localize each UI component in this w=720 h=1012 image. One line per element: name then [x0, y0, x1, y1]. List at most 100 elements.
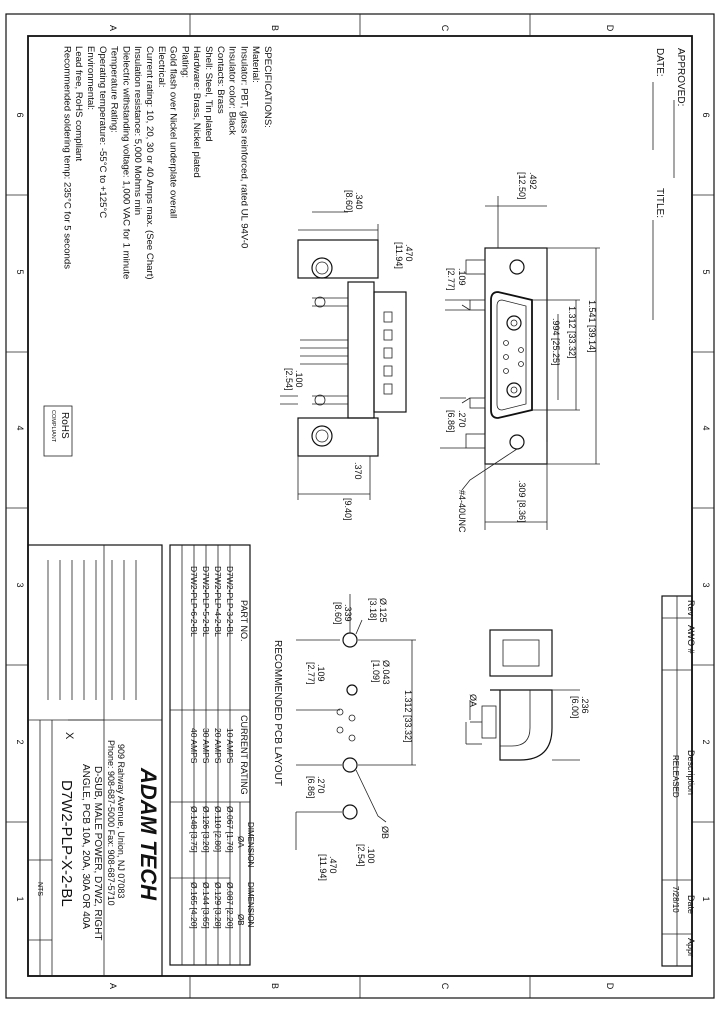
- zone-number: 3: [701, 582, 711, 587]
- zone-letters-bottom: A B C D: [108, 983, 615, 990]
- rev-header: Rev: [686, 600, 696, 617]
- dim-label: .270: [457, 410, 467, 428]
- zone-number: 1: [15, 896, 25, 901]
- table-cell-part: D7W2-PLP-3-2-BL: [225, 566, 235, 637]
- table-cell-b: Ø.129 [3.28]: [213, 882, 223, 929]
- rev-header: Appr: [686, 938, 696, 957]
- bracket: [297, 417, 379, 457]
- dim-label: .100: [294, 370, 304, 388]
- dim-label: [2.54]: [284, 368, 294, 391]
- connector-front-view: [461, 247, 548, 465]
- spec-line: Hardware: Brass, Nickel plated: [191, 46, 202, 178]
- pcb-layout: RECOMMENDED PCB LAYOUT 1.312 [33.32] Ø.1…: [272, 594, 416, 881]
- table-header-dimension: DIMENSION: [246, 882, 255, 928]
- table-cell-part: D7W2-PLP-6-2-BL: [189, 566, 199, 637]
- side-dimensions: .470 [11.94] .340 [8.60] .100 [2.54] .37…: [280, 190, 414, 521]
- spec-line: Temperature Rating:: [109, 46, 120, 133]
- spec-line: SPECIFICATIONS:: [262, 46, 273, 128]
- zone-letter: C: [440, 25, 450, 32]
- spec-line: Shell: Steel, Tin plated: [203, 46, 214, 141]
- zone-letter: B: [270, 983, 280, 989]
- spec-line: Lead free, RoHS compliant: [73, 46, 84, 162]
- zone-number: 1: [701, 896, 711, 901]
- pcb-dim: Ø.125: [378, 598, 388, 623]
- rev-header: Description: [686, 750, 696, 795]
- front-dimensions: 1.541 [39.14] 1.312 [33.32] .994 [25.25]…: [440, 172, 600, 533]
- side-shell: [373, 291, 407, 413]
- zone-number: 3: [15, 582, 25, 587]
- rev-date: 7/28/10: [671, 886, 680, 913]
- part-table: PART NO. CURRENT RATING DIMENSION ØA DIM…: [169, 544, 255, 966]
- dim-label: .994 [25.25]: [551, 318, 561, 366]
- rohs-sublabel: COMPLIANT: [50, 410, 56, 443]
- angle-shell: [489, 629, 553, 677]
- bracket: [297, 239, 379, 279]
- table-header-phi-a: ØA: [236, 836, 245, 848]
- table-header-dimension: DIMENSION: [246, 822, 255, 868]
- spec-line: Insulator color: Black: [227, 46, 238, 135]
- pcb-hole: [342, 804, 358, 820]
- spec-line: Contacts: Brass: [215, 46, 226, 114]
- hex-nut: [311, 257, 333, 279]
- connector-side-view: [297, 239, 407, 457]
- phi-b-label: ØB: [380, 826, 390, 839]
- x-mark: X: [63, 732, 75, 740]
- signal-contact: [518, 361, 524, 367]
- zone-number: 4: [15, 425, 25, 430]
- table-cell-part: D7W2-PLP-4-2-BL: [213, 566, 223, 637]
- zone-number: 6: [701, 112, 711, 117]
- zone-letter: D: [605, 25, 615, 32]
- pcb-dim: [11.94]: [318, 854, 328, 881]
- zone-number: 4: [701, 425, 711, 430]
- pcb-dim: .339: [343, 604, 353, 622]
- spec-line: Insulation resistance: 5,000 Mohms min: [132, 46, 143, 215]
- table-cell-a: Ø.110 [2.80]: [213, 806, 223, 852]
- pcb-pins: [300, 297, 348, 405]
- spec-line: Plating:: [179, 46, 190, 78]
- dim-label: .370: [353, 462, 363, 480]
- pcb-dim: [6.86]: [306, 776, 316, 799]
- spec-line: Environmental:: [85, 46, 96, 110]
- dim-label: .340: [354, 192, 364, 210]
- zone-letter: C: [440, 983, 450, 990]
- title-desc-2: ANGLE, PCB 10A, 20A, 30A OR 40A: [80, 764, 91, 929]
- pcb-dim: 1.312 [33.32]: [403, 690, 413, 743]
- table-cell-a: Ø.148 [3.75]: [189, 806, 199, 853]
- table-header-phi-b: ØB: [236, 914, 245, 926]
- connector-angle-view: [465, 629, 553, 761]
- pcb-dim: [3.18]: [368, 598, 378, 621]
- title-block: ADAM TECH 909 Rahway Avenue, Union, NJ 0…: [27, 544, 163, 977]
- d-shell: [490, 291, 533, 419]
- spec-line: Recommended soldering temp: 235°C for 5 …: [61, 46, 72, 269]
- zone-number: 5: [15, 269, 25, 274]
- front-flange: [484, 247, 548, 465]
- title-desc-1: D-SUB, MALE POWER, D7W2, RIGHT: [92, 766, 103, 940]
- dim-label: .309 [8.36]: [517, 480, 527, 523]
- side-insulator: [347, 281, 375, 419]
- table-cell-a: Ø.067 [1.70]: [225, 806, 235, 853]
- dim-label: .492: [528, 172, 538, 190]
- approval-block: APPROVED: DATE: TITLE:: [652, 48, 686, 320]
- zone-letters-top: A B C D: [108, 25, 615, 32]
- scale-value: NTS: [36, 882, 43, 896]
- dim-label: [12.50]: [517, 172, 527, 200]
- power-contact: [506, 315, 522, 331]
- pcb-dim: [1.09]: [371, 660, 381, 683]
- table-cell-b: Ø.087 [2.20]: [225, 882, 235, 929]
- spec-line: Current rating: 10, 20, 30 or 40 Amps ma…: [144, 46, 155, 280]
- company-phone: Phone: 908-687-5000 Fax: 908-687-5710: [106, 740, 116, 906]
- signal-contact: [503, 340, 509, 346]
- table-header-current: CURRENT RATING: [239, 715, 249, 795]
- table-cell-current: 40 AMPS: [189, 728, 199, 764]
- pcb-dim: .109: [316, 664, 326, 682]
- pcb-dim: [2.77]: [306, 662, 316, 685]
- rohs-label: RoHS: [59, 412, 70, 439]
- pcb-dim: .100: [366, 846, 376, 864]
- zone-letter: A: [108, 25, 118, 31]
- zone-number: 2: [15, 739, 25, 744]
- zone-ticks: [6, 14, 714, 998]
- zone-numbers-left: 6 5 4 3 2 1: [15, 112, 25, 901]
- approved-label: APPROVED:: [675, 48, 686, 106]
- spec-line: Gold flash over Nickel underplate overal…: [168, 46, 179, 218]
